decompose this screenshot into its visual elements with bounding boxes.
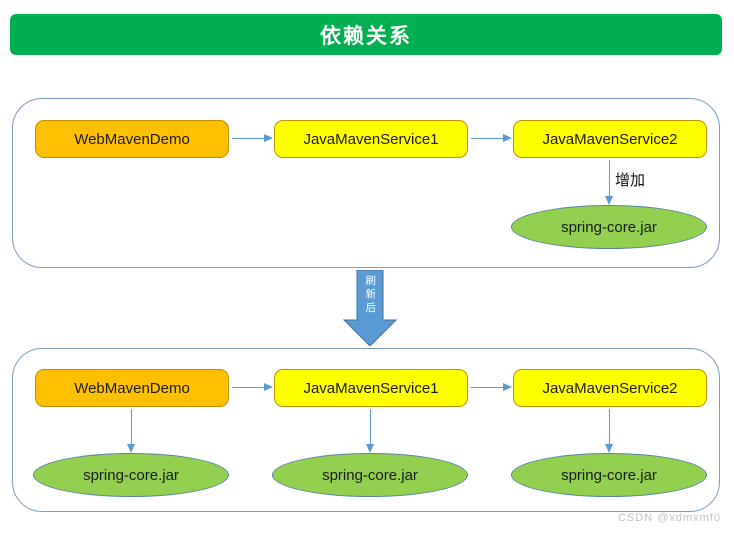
arrow-service2-to-jar-before <box>604 160 613 205</box>
diagram-title-bar: 依赖关系 <box>10 14 722 55</box>
node-javamavenservice1-before: JavaMavenService1 <box>274 120 468 158</box>
arrow-webmavendemo-to-service1-before <box>232 133 273 142</box>
arrow-service1-to-service2-after <box>471 382 512 391</box>
arrow-webmavendemo-to-service1-after <box>232 382 273 391</box>
node-javamavenservice2-after: JavaMavenService2 <box>513 369 707 407</box>
add-edge-label: 增加 <box>615 172 646 189</box>
jar-spring-core-before: spring-core.jar <box>511 205 707 249</box>
jar-spring-core-after-2: spring-core.jar <box>272 453 468 497</box>
refresh-transition-arrow: 刷新后 <box>340 269 400 347</box>
arrow-service2-to-jar-after <box>604 409 613 453</box>
jar-spring-core-after-1: spring-core.jar <box>33 453 229 497</box>
jar-spring-core-after-3: spring-core.jar <box>511 453 707 497</box>
refresh-transition-label: 刷新后 <box>364 275 377 316</box>
node-webmavendemo-before: WebMavenDemo <box>35 120 229 158</box>
node-webmavendemo-after: WebMavenDemo <box>35 369 229 407</box>
node-javamavenservice1-after: JavaMavenService1 <box>274 369 468 407</box>
arrow-service1-to-service2-before <box>471 133 512 142</box>
down-block-arrow-icon <box>342 269 398 347</box>
watermark: CSDN @xdmxmf0 <box>617 512 721 524</box>
diagram-title: 依赖关系 <box>320 24 412 48</box>
arrow-service1-to-jar-after <box>365 409 374 453</box>
node-javamavenservice2-before: JavaMavenService2 <box>513 120 707 158</box>
arrow-webmavendemo-to-jar-after <box>126 409 135 453</box>
